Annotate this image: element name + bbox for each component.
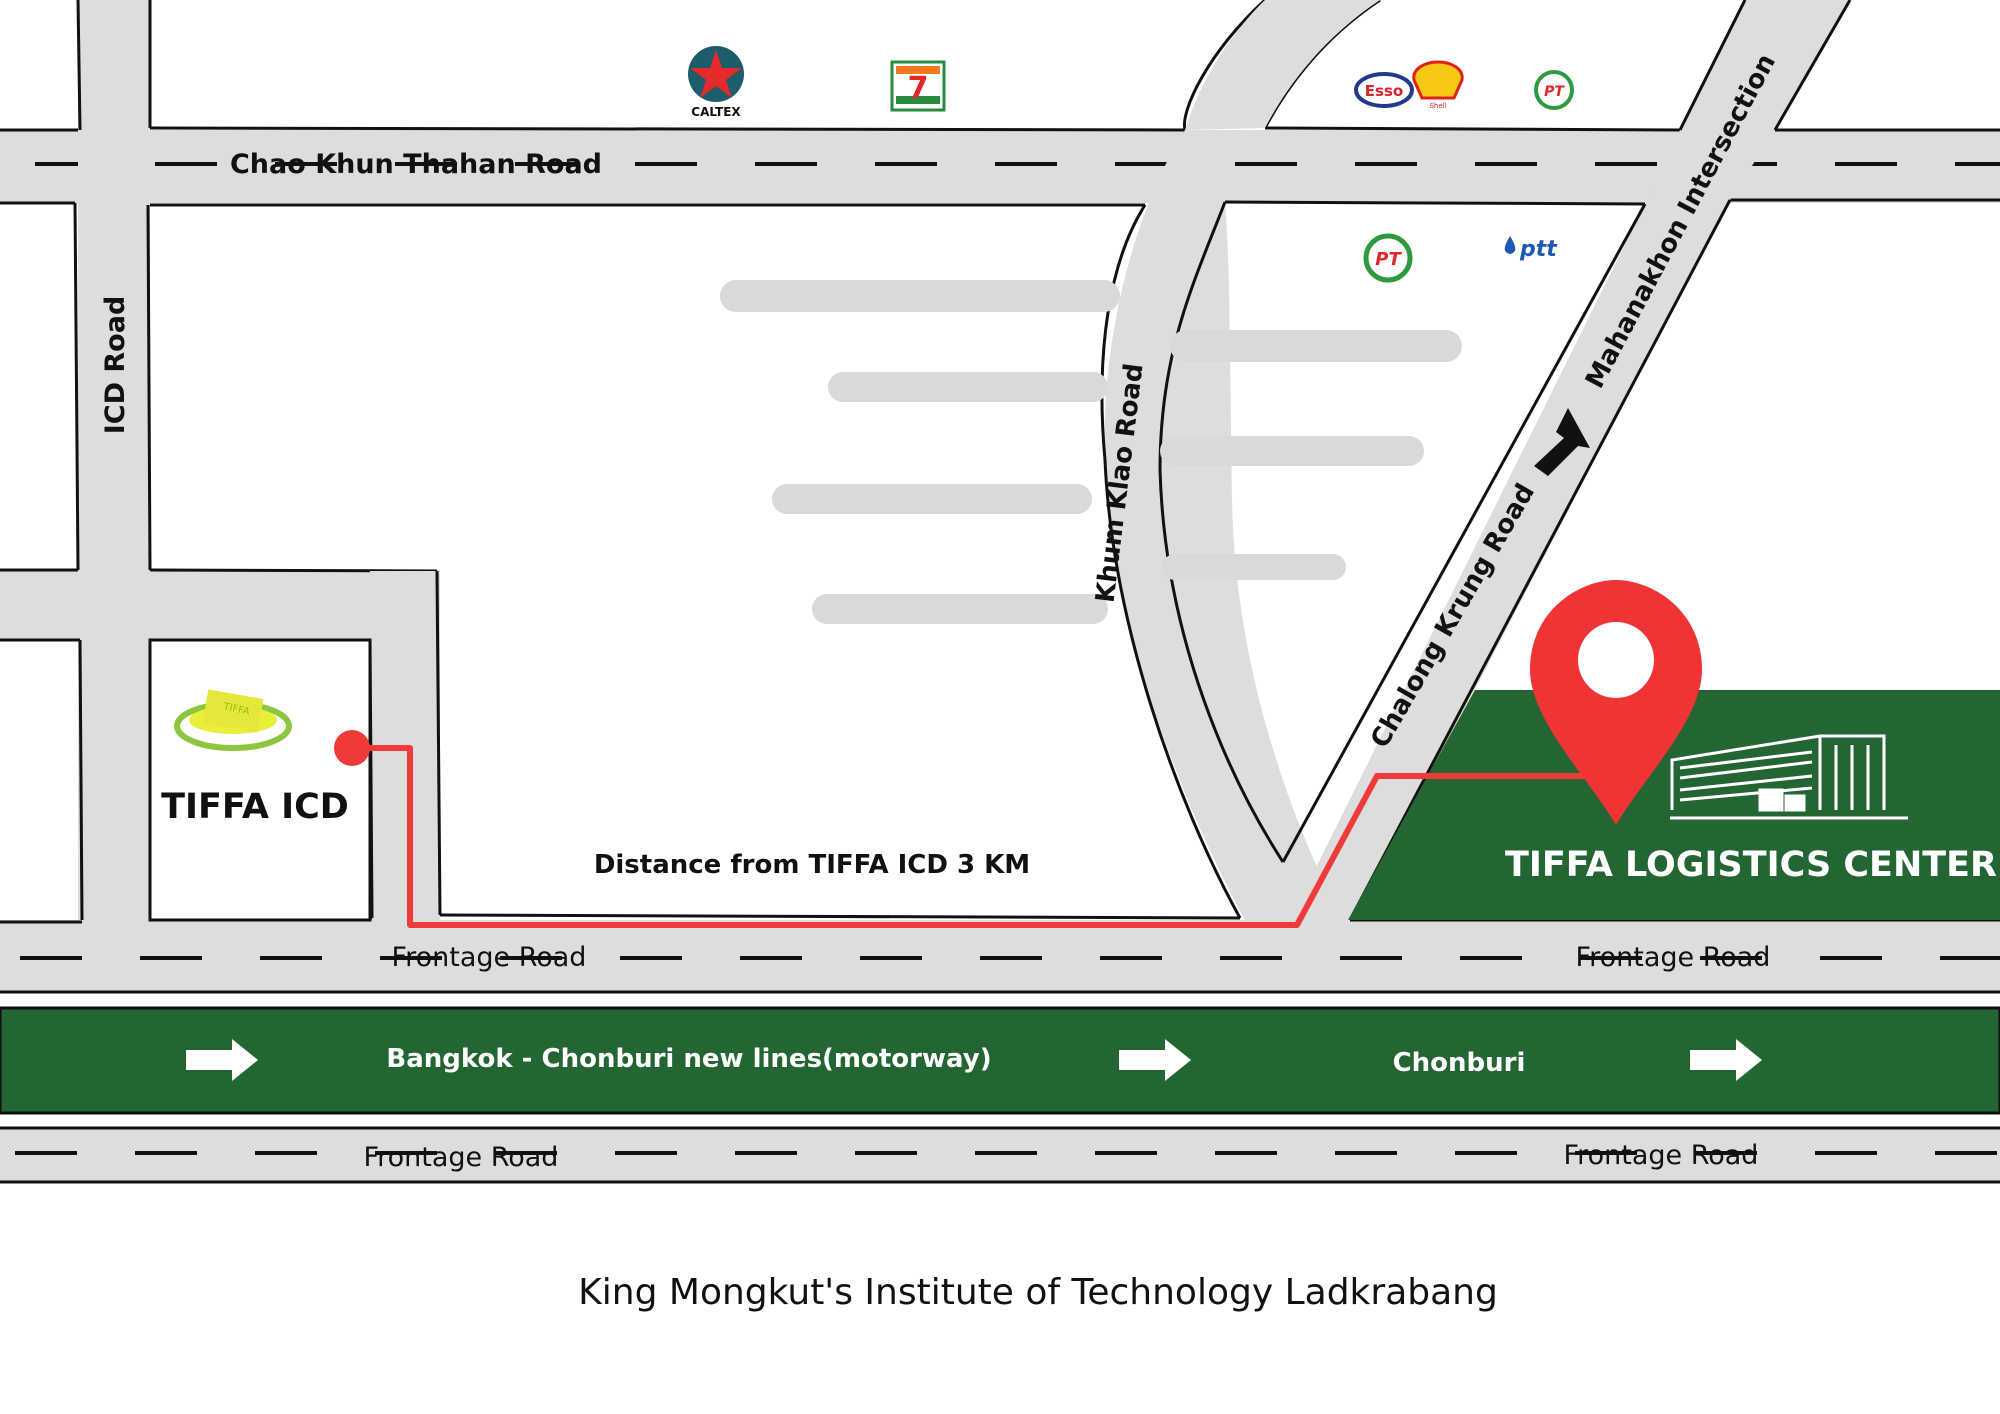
distance-label: Distance from TIFFA ICD 3 KM [594, 850, 1030, 880]
route-line [352, 745, 1595, 928]
road-label-frontage-upper-left: Frontage Road [392, 942, 587, 973]
seven-eleven-logo-icon: 7 [890, 60, 946, 112]
road-label-frontage-lower-left: Frontage Road [364, 1142, 559, 1173]
svg-text:Esso: Esso [1365, 82, 1403, 100]
svg-text:ptt: ptt [1519, 237, 1558, 262]
road-label-chonburi: Chonburi [1393, 1048, 1526, 1078]
motorway-arrow-icon [1119, 1039, 1191, 1081]
warehouse-icon [1670, 734, 1908, 820]
road-label-icd: ICD Road [100, 296, 131, 435]
pt-logo-icon: PT [1363, 233, 1413, 283]
building-blocks [720, 280, 1462, 624]
svg-text:PT: PT [1375, 249, 1402, 270]
motorway-arrow-icon [186, 1039, 258, 1081]
footer-caption: King Mongkut's Institute of Technology L… [578, 1272, 1498, 1313]
motorway-band [0, 1006, 2000, 1115]
road-network [0, 0, 2000, 1184]
tiffa-logo-icon: TIFFA [174, 689, 292, 751]
place-label-tiffa-logistics: TIFFA LOGISTICS CENTER [1505, 845, 1997, 885]
ptt-logo-icon: ptt [1504, 236, 1558, 262]
place-label-tiffa-icd: TIFFA ICD [161, 787, 349, 827]
road-label-mahanakhon: Mahanakhon Intersection [1580, 49, 1782, 393]
motorway-arrow-icon [1690, 1039, 1762, 1081]
road-label-chao-khun-thahan: Chao Khun Thahan Road [230, 149, 602, 180]
esso-logo-icon: Esso [1354, 72, 1414, 108]
road-label-frontage-upper-right: Frontage Road [1576, 942, 1771, 973]
road-label-motorway: Bangkok - Chonburi new lines(motorway) [386, 1044, 991, 1074]
caltex-logo-icon: CALTEX [688, 46, 744, 119]
svg-text:Shell: Shell [1429, 102, 1446, 110]
svg-text:CALTEX: CALTEX [691, 105, 741, 119]
location-pin-icon [1530, 580, 1702, 825]
pt-logo-icon: PT [1534, 70, 1574, 110]
direction-arrow-icon [1534, 408, 1590, 476]
svg-text:7: 7 [908, 71, 929, 106]
route-start-dot [334, 730, 370, 766]
shell-logo-icon: Shell [1412, 60, 1464, 110]
svg-text:PT: PT [1544, 84, 1565, 100]
road-label-frontage-lower-right: Frontage Road [1564, 1140, 1759, 1171]
tiffa-icd-block [148, 638, 372, 922]
